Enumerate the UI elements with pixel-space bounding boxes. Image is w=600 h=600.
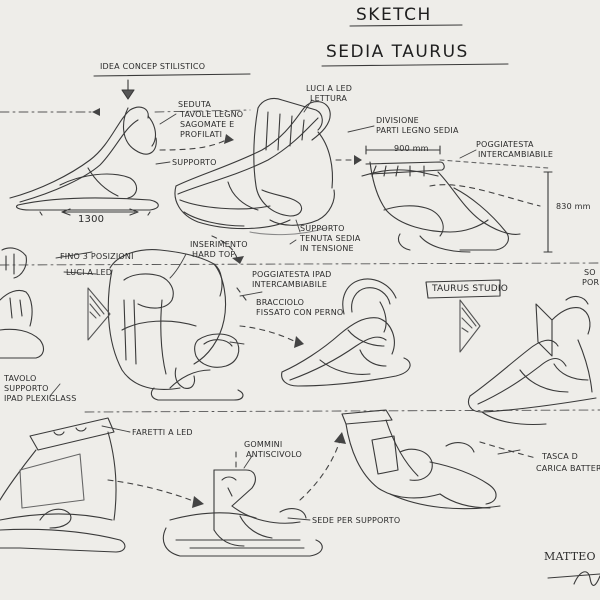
shaded-arrows: [87, 287, 481, 353]
label-poggiatesta-ipad-1: POGGIATESTA IPAD: [252, 270, 332, 279]
label-poggiatesta-ipad-2: INTERCAMBIABILE: [252, 280, 328, 289]
label-gommini-2: ANTISCIVOLO: [246, 450, 303, 459]
leader-lines: [49, 99, 521, 521]
label-supporto-tenuta-2: TENUTA SEDIA: [300, 234, 361, 243]
table-sketch-8: [0, 417, 126, 553]
taurus-studio-box: [425, 279, 501, 299]
label-faretti-led: FARETTI A LED: [132, 428, 193, 437]
label-seduta: SEDUTA: [178, 100, 212, 109]
label-fino-3-posizioni: FINO 3 POSIZIONI: [60, 252, 134, 261]
sketch-title: SKETCH: [356, 5, 432, 25]
chair-sketch-4: [0, 247, 45, 359]
label-dim-1300: 1300: [78, 214, 105, 225]
label-tavolo-3: IPAD PLEXIGLASS: [4, 394, 77, 403]
label-tasca-1: TASCA D: [542, 452, 578, 461]
label-poggiatesta-1: POGGIATESTA: [476, 140, 534, 149]
label-tasca-2: CARICA BATTER: [536, 464, 600, 473]
chair-sketch-3: [361, 145, 553, 253]
chair-sketch-1: [9, 106, 159, 216]
label-tavole-2: SAGOMATE E: [180, 120, 235, 129]
flow-arrowheads-middle: [232, 256, 304, 348]
flow-arrows-bottom: [107, 439, 537, 503]
label-inserimento-1: INSERIMENTO: [190, 240, 248, 249]
label-divisione-2: PARTI LEGNO SEDIA: [376, 126, 459, 135]
chair-sketch-9: [162, 469, 323, 557]
chair-sketch-7: [467, 295, 597, 425]
label-divisione-1: DIVISIONE: [376, 116, 419, 125]
label-dim-830: 830 mm: [556, 202, 591, 211]
label-taurus-studio: TAURUS STUDIO: [432, 284, 509, 294]
chair-name-title: SEDIA TAURUS: [326, 42, 469, 62]
label-supporto-top: SUPPORTO: [172, 158, 217, 167]
title-underlines: [93, 24, 509, 77]
flow-arrowheads-top: [92, 108, 362, 165]
label-inserimento-2: HARD TOP: [192, 250, 236, 259]
guide-lines: [0, 109, 600, 413]
label-tavolo-2: SUPPORTO: [4, 384, 49, 393]
flow-arrows-top: [159, 139, 541, 207]
chair-sketch-6: [281, 278, 411, 387]
idea-arrow: [121, 79, 135, 100]
label-so-2: POR: [582, 278, 600, 287]
chair-sketch-2: [174, 97, 335, 236]
label-supporto-tenuta-3: IN TENSIONE: [300, 244, 354, 253]
label-idea-concept: IDEA CONCEP STILISTICO: [100, 62, 206, 71]
label-gommini-1: GOMMINI: [244, 440, 283, 449]
chair-sketch-5: [107, 249, 244, 401]
label-sede-per-supporto: SEDE PER SUPPORTO: [312, 516, 401, 525]
label-tavole-3: PROFILATI: [180, 130, 223, 139]
label-luci-lettura-1: LUCI A LED: [306, 84, 353, 93]
label-supporto-tenuta-1: SUPPORTO: [300, 224, 345, 233]
label-bracciolo-1: BRACCIOLO: [256, 298, 305, 307]
label-poggiatesta-2: INTERCAMBIABILE: [478, 150, 554, 159]
chair-sketch-10: [341, 409, 501, 510]
flow-arrowheads-bottom: [192, 432, 346, 508]
label-tavolo-1: TAVOLO: [4, 374, 37, 383]
label-so-1: SO: [584, 268, 596, 277]
label-luci-led: LUCI A LED: [66, 268, 113, 277]
label-luci-lettura-2: LETTURA: [310, 94, 348, 103]
label-bracciolo-2: FISSATO CON PERNO: [256, 308, 344, 317]
signature-scribble: [547, 571, 600, 586]
signature-name: MATTEO: [544, 550, 596, 563]
label-dim-900: 900 mm: [394, 144, 429, 153]
label-tavole-1: TAVOLE LEGNO: [180, 110, 244, 119]
